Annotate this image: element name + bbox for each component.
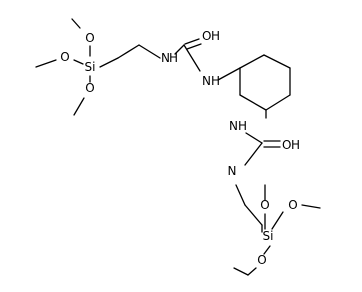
bond	[71, 18, 81, 29]
bond	[263, 245, 271, 255]
oxygen-atom: O	[202, 29, 211, 43]
nitrogen-atom: N	[202, 74, 211, 88]
bond	[244, 204, 263, 226]
bond	[247, 267, 257, 276]
bond	[184, 38, 200, 45]
bond	[186, 43, 202, 50]
atom-labels: O O Si O N H O H N H N H O H N O O Si O	[60, 29, 300, 267]
oxygen-atom: O	[288, 198, 297, 212]
oxygen-atom: O	[85, 31, 94, 45]
bond	[244, 142, 263, 166]
bond	[174, 44, 185, 55]
oxygen-atom: O	[257, 253, 266, 267]
hydrogen-atom: H	[211, 29, 220, 43]
nitrogen-atom: N	[229, 119, 238, 133]
bond	[245, 132, 263, 144]
oxygen-atom: O	[260, 198, 269, 212]
bond	[263, 54, 291, 69]
bond	[239, 54, 265, 69]
nitrogen-atom: N	[228, 164, 237, 178]
hydrogen-atom: H	[211, 74, 220, 88]
silicon-atom: Si	[263, 229, 274, 243]
bond	[183, 44, 201, 72]
hydrogen-atom: H	[291, 138, 300, 152]
nitrogen-atom: N	[161, 51, 170, 65]
bond	[73, 97, 85, 116]
bond	[235, 184, 246, 206]
bond	[217, 67, 241, 81]
bonds	[35, 18, 321, 276]
bond	[35, 59, 57, 68]
bond	[271, 211, 284, 230]
silicon-atom: Si	[85, 60, 96, 74]
bond	[301, 204, 321, 209]
bond	[117, 44, 140, 59]
bond	[239, 94, 267, 111]
bond	[138, 44, 161, 59]
bond	[233, 267, 249, 276]
oxygen-atom: O	[60, 50, 69, 64]
oxygen-atom: O	[85, 81, 94, 95]
hydrogen-atom: H	[169, 51, 178, 65]
hydrogen-atom: H	[238, 119, 247, 133]
oxygen-atom: O	[282, 138, 291, 152]
bond	[73, 59, 84, 65]
bond	[99, 57, 119, 68]
bond	[265, 94, 291, 111]
